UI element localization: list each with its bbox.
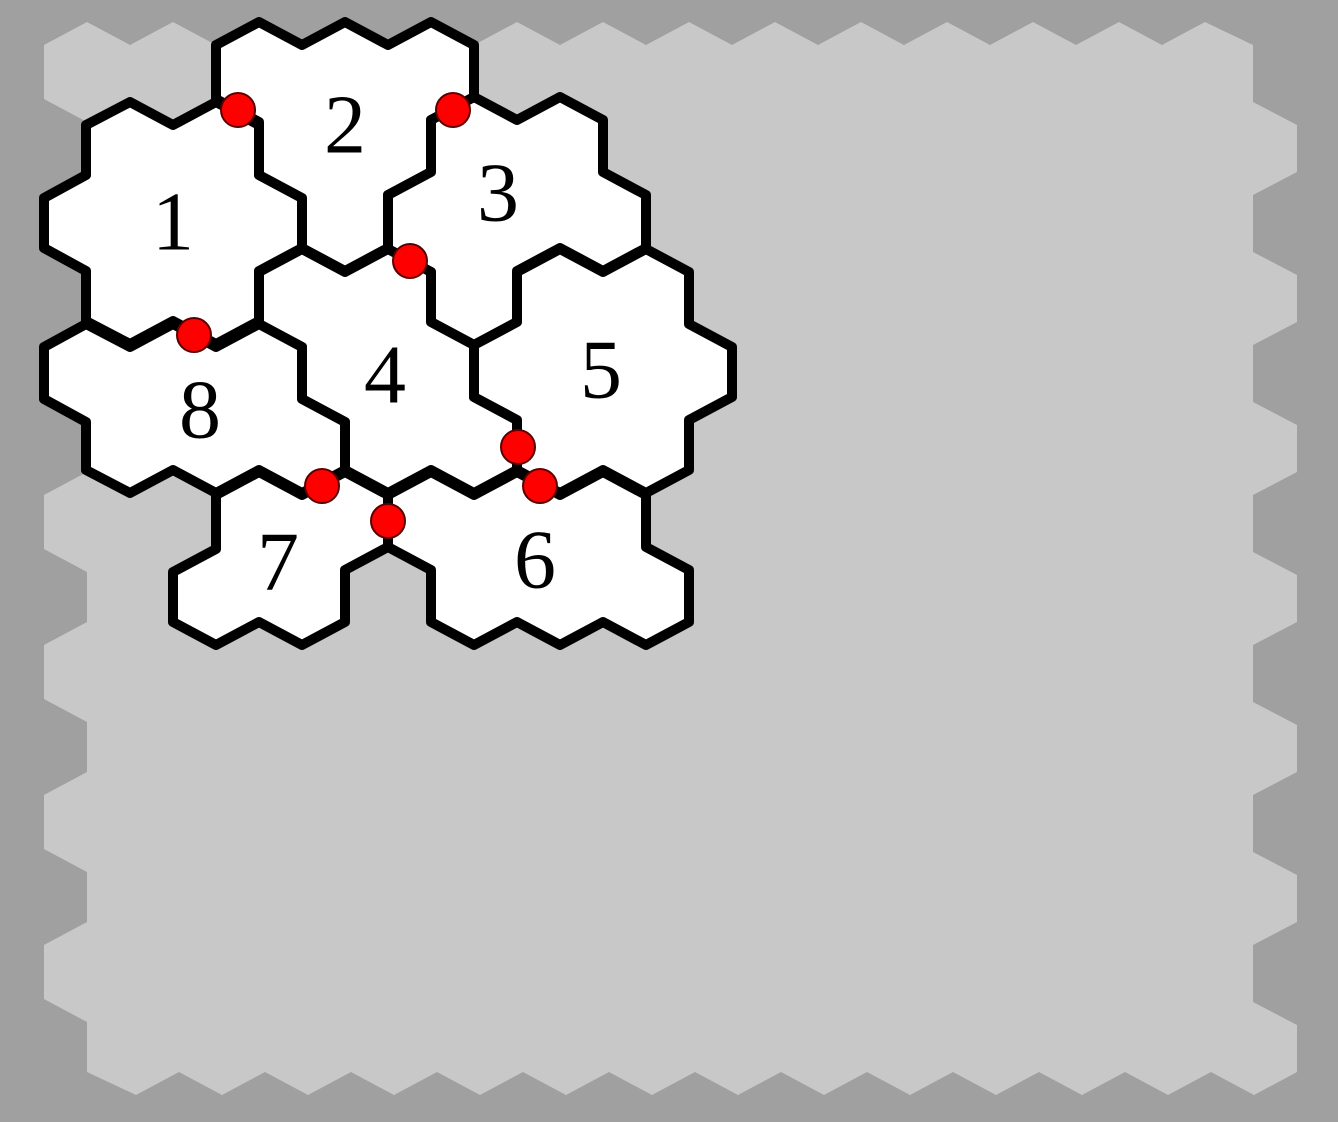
puzzle-piece-6[interactable] <box>383 467 694 650</box>
piece-2-label: 2 <box>324 79 366 172</box>
piece-3-label: 3 <box>477 147 519 240</box>
connector-dot-3-4[interactable] <box>392 243 428 279</box>
labels-layer: 1 2 3 4 5 6 7 8 <box>152 79 622 609</box>
piece-5-label: 5 <box>580 324 622 417</box>
piece-1-label: 1 <box>152 176 194 269</box>
connector-dot-5-6[interactable] <box>522 468 558 504</box>
puzzle-piece-8[interactable] <box>39 319 350 498</box>
piece-6-label: 6 <box>514 514 556 607</box>
connectors-layer <box>176 92 558 539</box>
piece-7-label: 7 <box>257 516 299 609</box>
piece-8-label: 8 <box>179 364 221 457</box>
connector-dot-1-2[interactable] <box>220 92 256 128</box>
puzzle-piece-5[interactable] <box>469 244 737 498</box>
connector-dot-4-7[interactable] <box>304 468 340 504</box>
pieces-layer <box>39 17 737 650</box>
connector-dot-2-3[interactable] <box>435 92 471 128</box>
connector-dot-4-5[interactable] <box>500 429 536 465</box>
connector-dot-4-6[interactable] <box>370 503 406 539</box>
piece-4-label: 4 <box>364 329 406 422</box>
connector-dot-1-8[interactable] <box>176 317 212 353</box>
